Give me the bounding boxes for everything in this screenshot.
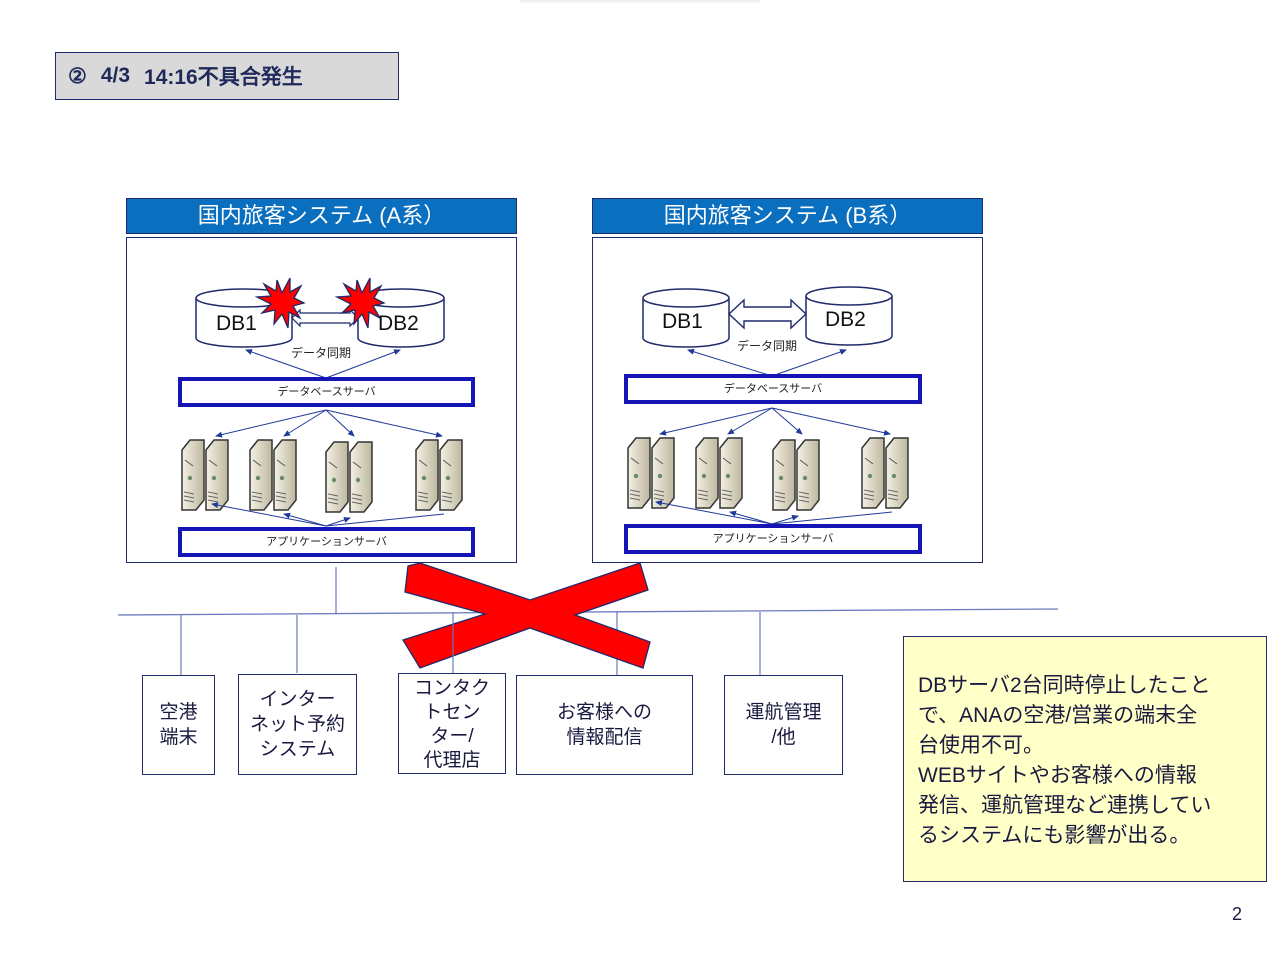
terminal-internet-booking: インター ネット予約 システム	[238, 674, 357, 775]
system-b-title: 国内旅客システム (B系）	[592, 198, 983, 234]
system-b-sync-label: データ同期	[737, 339, 798, 353]
failure-burst-db2	[334, 277, 386, 329]
system-b-db1-cylinder	[642, 288, 730, 348]
system-a-db2-cylinder	[357, 288, 445, 348]
heading-date: 4/3	[100, 64, 131, 87]
system-a-sync-arrow	[291, 308, 359, 328]
top-edge-shadow	[520, 0, 760, 4]
terminal-flight-operations: 運航管理 /他	[724, 675, 843, 775]
system-a-sync-label: データ同期	[291, 346, 352, 360]
terminal-customer-info: お客様への 情報配信	[516, 675, 693, 775]
network-bus	[117, 608, 1059, 616]
system-a-app-server-4	[416, 440, 462, 510]
system-a-app-server: アプリケーションサーバ	[178, 527, 475, 557]
system-a-db1-label: DB1	[216, 312, 257, 335]
system-a-app-server-2	[250, 440, 296, 510]
system-b-app-server-1	[628, 438, 674, 508]
heading-text: 14:16不具合発生	[144, 66, 303, 89]
terminal-airport: 空港 端末	[142, 675, 215, 775]
system-a-db2-label: DB2	[378, 312, 419, 335]
system-a-app-server-3	[326, 442, 372, 512]
system-b-db2-label: DB2	[825, 308, 866, 331]
terminal-contact-center: コンタク トセン ター/ 代理店	[398, 673, 506, 774]
system-b-db-server: データベースサーバ	[624, 374, 922, 404]
system-b-db1-label: DB1	[662, 310, 703, 333]
slide-heading: ② 4/3 14:16不具合発生	[55, 52, 399, 100]
system-b-app-server: アプリケーションサーバ	[624, 524, 922, 554]
system-b-app-server-3	[773, 440, 819, 510]
page-number: 2	[1232, 904, 1243, 924]
system-a-title: 国内旅客システム (A系）	[126, 198, 517, 234]
failure-burst-db1	[254, 277, 306, 329]
system-a-app-server-1	[182, 440, 228, 510]
system-b-sync-arrow	[727, 298, 808, 330]
impact-note: DBサーバ2台同時停止したこと で、ANAの空港/営業の端末全 台使用不可。 W…	[903, 636, 1267, 882]
system-b-app-server-4	[862, 438, 908, 508]
heading-number: ②	[68, 64, 87, 88]
system-a-db-server: データベースサーバ	[178, 377, 475, 407]
system-b-db2-cylinder	[805, 286, 893, 346]
system-b-app-server-2	[696, 438, 742, 508]
failure-x-mark	[402, 562, 651, 669]
